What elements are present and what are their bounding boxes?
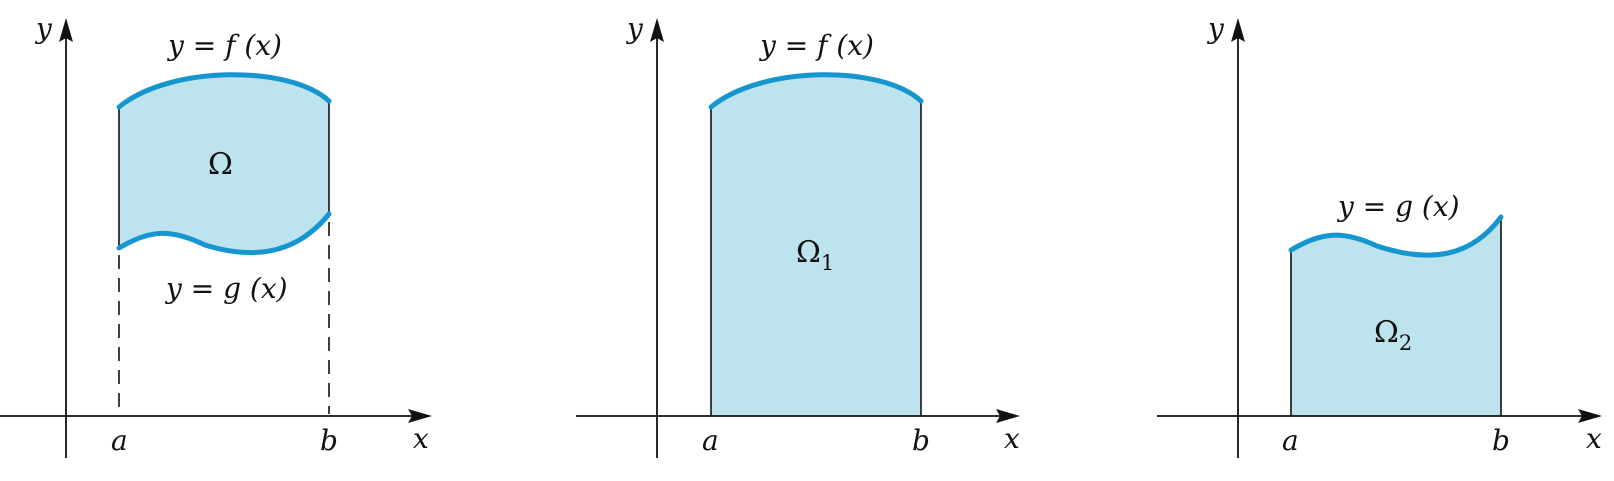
region-label-subscript: 2 bbox=[1399, 331, 1412, 355]
region-label-omega: Ω bbox=[1374, 315, 1399, 350]
region-label: Ω1 bbox=[796, 235, 834, 275]
tick-label-b: b bbox=[1492, 424, 1510, 457]
tick-label-b: b bbox=[912, 424, 930, 457]
curve-f bbox=[708, 72, 924, 110]
x-axis-label: x bbox=[1586, 422, 1602, 455]
curve-f-label: y = f (x) bbox=[758, 29, 874, 62]
y-axis-arrowhead bbox=[1231, 18, 1245, 42]
panel-under-g: y x a b y = g (x) Ω2 bbox=[1157, 12, 1602, 458]
curve-f bbox=[116, 72, 332, 110]
x-axis-arrowhead bbox=[1578, 409, 1602, 423]
y-axis-label: y bbox=[625, 12, 644, 45]
region-omega bbox=[119, 74, 329, 253]
panel-combined: y x a b y = f (x) y = g (x) Ω bbox=[0, 12, 432, 458]
tick-label-a: a bbox=[1282, 424, 1299, 457]
y-axis-arrowhead bbox=[650, 18, 664, 42]
x-axis-arrowhead bbox=[996, 409, 1020, 423]
curve-g bbox=[1288, 214, 1504, 258]
curve-g-label: y = g (x) bbox=[164, 272, 288, 305]
region-omega-1 bbox=[711, 74, 921, 416]
region-label-omega: Ω bbox=[796, 235, 821, 270]
x-axis-label: x bbox=[413, 422, 429, 455]
tick-label-b: b bbox=[320, 424, 338, 457]
tick-label-a: a bbox=[111, 424, 128, 457]
y-axis-label: y bbox=[34, 12, 53, 45]
y-axis-arrowhead bbox=[59, 18, 73, 42]
region-label-subscript: 1 bbox=[821, 251, 834, 275]
curve-g-label: y = g (x) bbox=[1336, 190, 1460, 223]
region-label: Ω2 bbox=[1374, 315, 1412, 355]
x-axis-label: x bbox=[1004, 422, 1020, 455]
curve-g bbox=[116, 211, 332, 256]
region-omega-2 bbox=[1291, 217, 1501, 416]
x-axis-arrowhead bbox=[408, 409, 432, 423]
y-axis-label: y bbox=[1206, 12, 1225, 45]
curve-f-label: y = f (x) bbox=[166, 29, 282, 62]
panel-under-f: y x a b y = f (x) Ω1 bbox=[576, 12, 1020, 458]
tick-label-a: a bbox=[702, 424, 719, 457]
region-label: Ω bbox=[208, 147, 233, 182]
